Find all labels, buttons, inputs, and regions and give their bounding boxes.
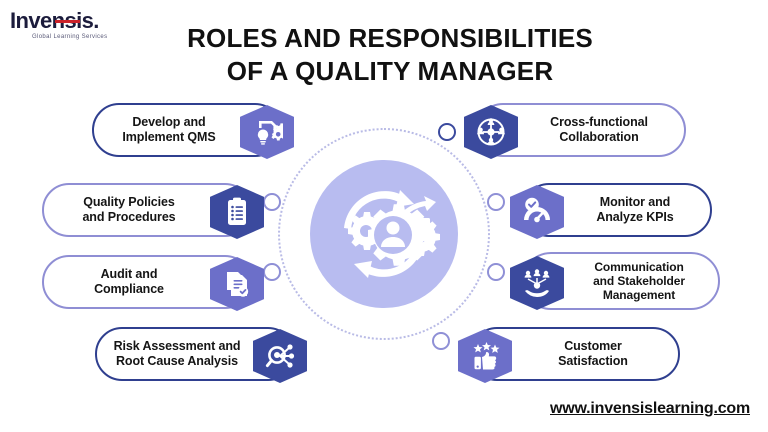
connector-node-8 bbox=[432, 332, 450, 350]
logo-tagline: Global Learning Services bbox=[32, 34, 108, 40]
card-label: Quality Policies and Procedures bbox=[52, 195, 206, 226]
magnifier-network-icon bbox=[253, 329, 307, 383]
card-label: Monitor and Analyze KPIs bbox=[568, 195, 702, 226]
page-title: ROLES AND RESPONSIBILITIES OF A QUALITY … bbox=[140, 22, 640, 88]
card-label-line: and Stakeholder bbox=[593, 274, 685, 288]
card-label-line: Satisfaction bbox=[558, 354, 628, 368]
card-label-line: Compliance bbox=[94, 282, 164, 296]
card-risk-assessment-root-cause-analysis[interactable]: Risk Assessment and Root Cause Analysis bbox=[95, 327, 307, 383]
card-label: Cross-functional Collaboration bbox=[522, 115, 676, 146]
clipboard-checklist-icon bbox=[210, 185, 264, 239]
card-communication-stakeholder-management[interactable]: Communication and Stakeholder Management bbox=[510, 252, 720, 310]
connector-node-6 bbox=[487, 193, 505, 211]
website-url[interactable]: www.invensislearning.com bbox=[550, 400, 750, 417]
card-label-line: Management bbox=[602, 288, 676, 302]
title-line-1: ROLES AND RESPONSIBILITIES bbox=[187, 23, 593, 53]
card-label-line: Develop and bbox=[132, 114, 206, 129]
card-label-line: Communication bbox=[594, 260, 684, 274]
card-monitor-analyze-kpis[interactable]: Monitor and Analyze KPIs bbox=[510, 183, 712, 239]
thumbs-up-stars-icon bbox=[458, 329, 512, 383]
dotted-orbit-ring bbox=[278, 128, 490, 340]
card-develop-implement-qms[interactable]: Develop and Implement QMS bbox=[92, 103, 294, 159]
logo-name: Invensis bbox=[10, 8, 94, 33]
document-check-icon bbox=[210, 257, 264, 311]
card-quality-policies-procedures[interactable]: Quality Policies and Procedures bbox=[42, 183, 264, 239]
card-label: Communication and Stakeholder Management bbox=[568, 260, 710, 302]
card-label-line: Collaboration bbox=[559, 130, 639, 144]
connector-node-3 bbox=[263, 263, 281, 281]
gears-people-growth-icon bbox=[310, 160, 458, 308]
card-label: Develop and Implement QMS bbox=[102, 115, 236, 146]
brand-logo: Invensis. Global Learning Services bbox=[10, 10, 132, 44]
title-line-2: OF A QUALITY MANAGER bbox=[226, 56, 554, 86]
card-label-line: Monitor and bbox=[599, 194, 671, 209]
card-label-line: Implement QMS bbox=[122, 130, 216, 144]
card-label-line: Root Cause Analysis bbox=[116, 354, 238, 368]
card-customer-satisfaction[interactable]: Customer Satisfaction bbox=[458, 327, 680, 383]
connector-node-2 bbox=[263, 193, 281, 211]
card-audit-compliance[interactable]: Audit and Compliance bbox=[42, 255, 264, 311]
lightbulb-gear-icon bbox=[240, 105, 294, 159]
card-label-line: Cross-functional bbox=[550, 114, 648, 129]
card-label: Customer Satisfaction bbox=[516, 339, 670, 370]
card-label-line: Analyze KPIs bbox=[596, 210, 674, 224]
card-label: Risk Assessment and Root Cause Analysis bbox=[105, 339, 249, 370]
card-label-line: Audit and bbox=[100, 266, 158, 281]
card-label: Audit and Compliance bbox=[52, 267, 206, 298]
card-label-line: and Procedures bbox=[82, 210, 176, 224]
card-label-line: Risk Assessment and bbox=[113, 338, 241, 353]
card-label-line: Quality Policies bbox=[83, 194, 175, 209]
logo-period: . bbox=[93, 8, 99, 33]
connector-node-7 bbox=[487, 263, 505, 281]
card-label-line: Customer bbox=[564, 338, 622, 353]
connector-node-5 bbox=[438, 123, 456, 141]
card-cross-functional-collaboration[interactable]: Cross-functional Collaboration bbox=[464, 103, 686, 159]
gauge-check-icon bbox=[510, 185, 564, 239]
stakeholder-hand-icon bbox=[510, 256, 564, 310]
logo-wordmark: Invensis. bbox=[10, 10, 99, 32]
logo-red-bar bbox=[55, 20, 80, 23]
people-network-icon bbox=[464, 105, 518, 159]
